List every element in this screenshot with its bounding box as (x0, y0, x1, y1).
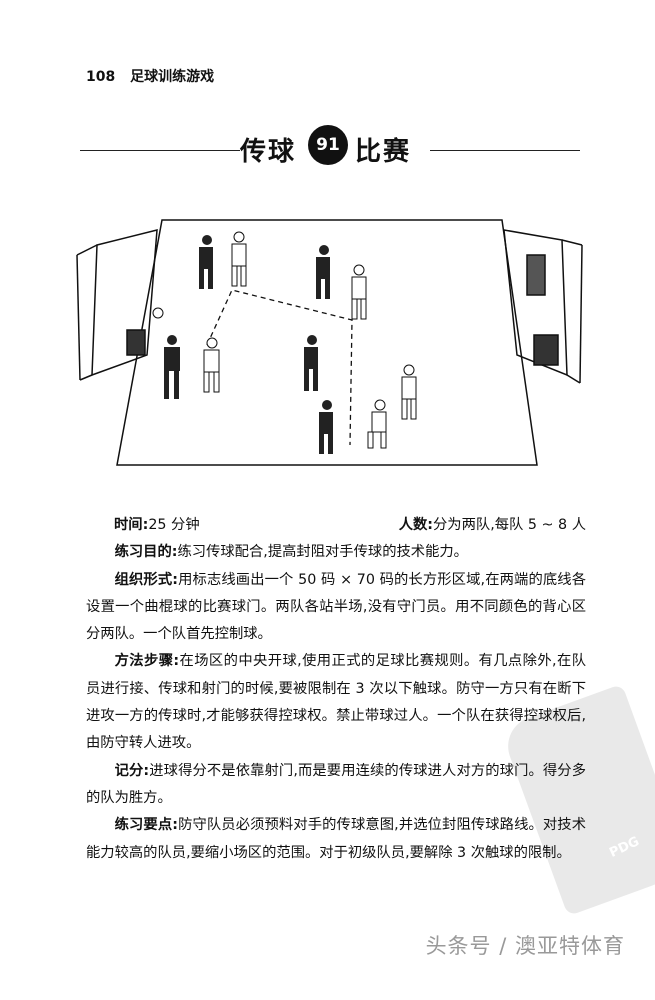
field-outline (116, 219, 538, 466)
player (351, 264, 367, 320)
player (401, 364, 417, 420)
players (164, 231, 417, 454)
pass-lines (206, 289, 353, 446)
player (231, 231, 247, 287)
people-info: 人数:分为两队,每队 5 ~ 8 人 (398, 517, 586, 533)
player (164, 335, 180, 399)
title-divider-right (430, 150, 580, 151)
title-right: 比赛 (355, 137, 412, 167)
player (199, 235, 213, 289)
section-key-points: 练习要点:防守队员必须预料对手的传球意图,并选位封阻传球路线。对技术能力较高的队… (86, 817, 587, 861)
player (304, 335, 318, 391)
title-divider-left (80, 150, 240, 151)
page-header: 108 足球训练游戏 (86, 66, 224, 86)
time-and-people: 时间:25 分钟 人数:分为两队,每队 5 ~ 8 人 (86, 512, 586, 539)
game-number-badge: 91 (308, 125, 348, 165)
title-left: 传球 (240, 137, 297, 167)
goal-right (503, 229, 583, 384)
section-scoring: 记分:进球得分不是依靠射门,而是要用连续的传球进人对方的球门。得分多的队为胜方。 (86, 762, 587, 806)
section-procedure: 方法步骤:在场区的中央开球,使用正式的足球比赛规则。有几点除外,在队员进行接、传… (86, 653, 586, 752)
section-organization: 组织形式:用标志线画出一个 50 码 × 70 码的长方形区域,在两端的底线各设… (86, 571, 586, 643)
player (367, 399, 387, 449)
game-description: 时间:25 分钟 人数:分为两队,每队 5 ~ 8 人 练习目的:练习传球配合,… (86, 512, 586, 867)
section-purpose: 练习目的:练习传球配合,提高封阻对手传球的技术能力。 (114, 544, 468, 561)
source-watermark: 头条号 / 澳亚特体育 (425, 934, 625, 958)
player (319, 400, 333, 454)
time-info: 时间:25 分钟 (114, 517, 200, 533)
field-illustration (76, 219, 583, 466)
page-number: 108 (86, 69, 116, 85)
player (203, 337, 220, 393)
player (316, 245, 330, 299)
ball (152, 307, 164, 319)
game-title: 传球 91 比赛 (80, 125, 580, 171)
goal-left (76, 229, 158, 381)
book-title: 足球训练游戏 (130, 69, 215, 85)
